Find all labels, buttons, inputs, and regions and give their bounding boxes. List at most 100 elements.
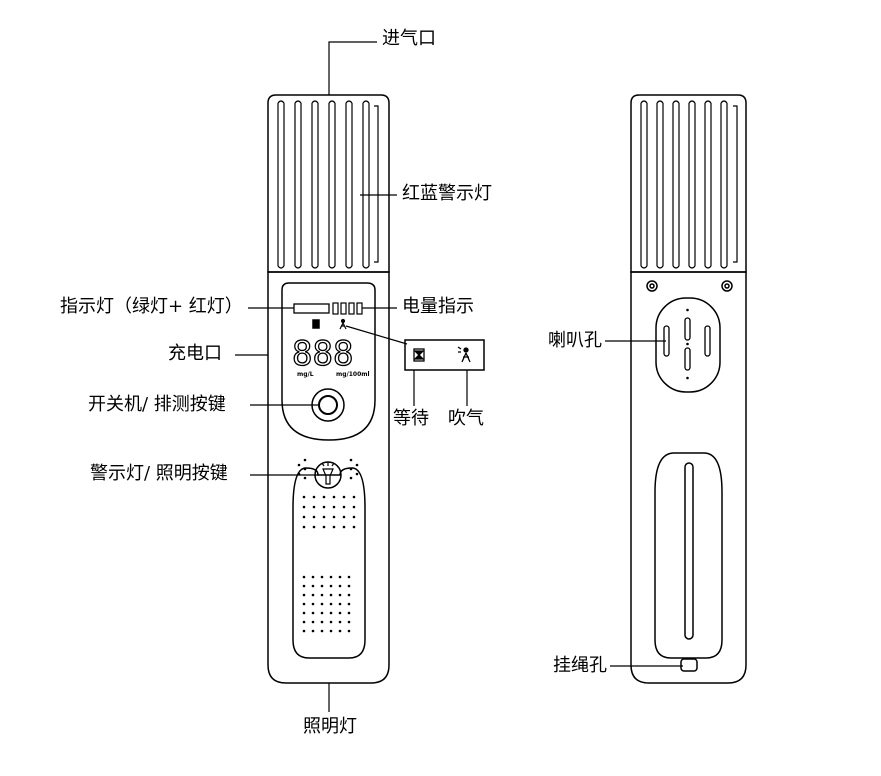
grip-dot bbox=[338, 620, 342, 624]
back-screw-left-inner bbox=[649, 283, 655, 289]
back-screw-right-inner bbox=[724, 283, 730, 289]
label-battery-indicator: 电量指示 bbox=[402, 296, 474, 317]
grip-dot bbox=[297, 463, 301, 467]
front-cap bbox=[267, 94, 390, 273]
front-grip bbox=[292, 467, 366, 659]
leader-air-inlet bbox=[328, 41, 377, 95]
grip-dot bbox=[320, 620, 324, 624]
grip-dot bbox=[320, 575, 324, 579]
grip-dot bbox=[342, 495, 346, 499]
grip-dot bbox=[338, 611, 342, 615]
person-blowing-icon bbox=[457, 346, 471, 363]
grip-dot bbox=[311, 629, 315, 633]
leader-blow-icon bbox=[345, 325, 408, 345]
grip-dot bbox=[329, 602, 333, 606]
lanyard-hole bbox=[680, 658, 698, 672]
grip-dot bbox=[302, 629, 306, 633]
grip-dot bbox=[329, 629, 333, 633]
label-blow: 吹气 bbox=[448, 408, 484, 429]
grip-dot bbox=[349, 467, 353, 471]
grip-dot bbox=[342, 515, 346, 519]
grip-dot bbox=[311, 593, 315, 597]
grip-dot bbox=[338, 593, 342, 597]
label-warning-lighting-button: 警示灯/ 照明按键 bbox=[90, 463, 228, 484]
grip-dot bbox=[312, 495, 316, 499]
grip-dot bbox=[349, 476, 353, 480]
grip-dot bbox=[312, 515, 316, 519]
grip-dot bbox=[347, 611, 351, 615]
back-grip bbox=[654, 452, 723, 659]
grip-dot bbox=[303, 476, 307, 480]
grip-dot bbox=[302, 602, 306, 606]
battery-segments-icon bbox=[332, 302, 363, 315]
grip-dot bbox=[332, 515, 336, 519]
label-lighting: 照明灯 bbox=[303, 716, 357, 737]
back-body bbox=[630, 271, 747, 684]
grip-dot bbox=[347, 593, 351, 597]
back-view bbox=[630, 94, 747, 684]
label-air-inlet: 进气口 bbox=[382, 28, 436, 49]
grip-dot bbox=[320, 611, 324, 615]
grip-dot bbox=[347, 602, 351, 606]
grip-dot bbox=[303, 467, 307, 471]
grip-dot bbox=[329, 611, 333, 615]
grip-dot bbox=[302, 575, 306, 579]
lcd-hourglass-icon bbox=[312, 319, 320, 329]
grip-dot bbox=[311, 575, 315, 579]
label-indicator-light: 指示灯（绿灯+ 红灯） bbox=[60, 296, 243, 317]
grip-dot bbox=[338, 602, 342, 606]
grip-dot bbox=[342, 525, 346, 529]
label-red-blue-warning-light: 红蓝警示灯 bbox=[402, 183, 492, 204]
grip-dot bbox=[342, 505, 346, 509]
grip-dot bbox=[320, 602, 324, 606]
front-display-panel bbox=[281, 282, 376, 441]
label-lanyard-hole: 挂绳孔 bbox=[553, 655, 607, 676]
grip-dot bbox=[322, 505, 326, 509]
grip-dot bbox=[311, 584, 315, 588]
grip-dot bbox=[302, 525, 306, 529]
grip-dot bbox=[329, 584, 333, 588]
front-view bbox=[267, 94, 390, 684]
grip-dot bbox=[329, 620, 333, 624]
grip-dot bbox=[302, 620, 306, 624]
grip-dot bbox=[332, 505, 336, 509]
grip-dot bbox=[338, 629, 342, 633]
grip-dot bbox=[303, 458, 307, 462]
label-wait: 等待 bbox=[393, 408, 429, 429]
speaker-dots bbox=[686, 308, 689, 380]
grip-dot bbox=[302, 505, 306, 509]
indicator-light-bar bbox=[293, 303, 330, 314]
grip-dot bbox=[311, 602, 315, 606]
grip-dot bbox=[312, 505, 316, 509]
grip-dot bbox=[347, 575, 351, 579]
grip-dot bbox=[322, 525, 326, 529]
label-power-button: 开关机/ 排测按键 bbox=[88, 394, 226, 415]
lcd-unit-right: mg/100ml bbox=[336, 371, 370, 378]
grip-dot bbox=[352, 525, 356, 529]
grip-dot bbox=[347, 584, 351, 588]
back-slot bbox=[684, 462, 694, 640]
front-dots-top bbox=[297, 458, 359, 529]
grip-dot bbox=[311, 620, 315, 624]
grip-dot bbox=[320, 584, 324, 588]
grip-dot bbox=[338, 584, 342, 588]
speaker-panel bbox=[655, 297, 721, 393]
icon-zoom-box bbox=[404, 339, 485, 371]
hourglass-icon bbox=[413, 348, 425, 362]
grip-dot bbox=[349, 458, 353, 462]
grip-dot bbox=[332, 525, 336, 529]
grip-dot bbox=[347, 629, 351, 633]
grip-dot bbox=[322, 515, 326, 519]
grip-dot bbox=[311, 611, 315, 615]
speaker-slots bbox=[663, 317, 711, 371]
grip-dot bbox=[302, 593, 306, 597]
grip-dot bbox=[302, 495, 306, 499]
grip-dot bbox=[322, 495, 326, 499]
grip-dot bbox=[320, 593, 324, 597]
label-speaker-hole: 喇叭孔 bbox=[548, 330, 602, 351]
front-body bbox=[267, 271, 390, 684]
grip-dot bbox=[338, 575, 342, 579]
back-screw-right bbox=[721, 280, 733, 292]
leader-lines bbox=[235, 41, 683, 712]
